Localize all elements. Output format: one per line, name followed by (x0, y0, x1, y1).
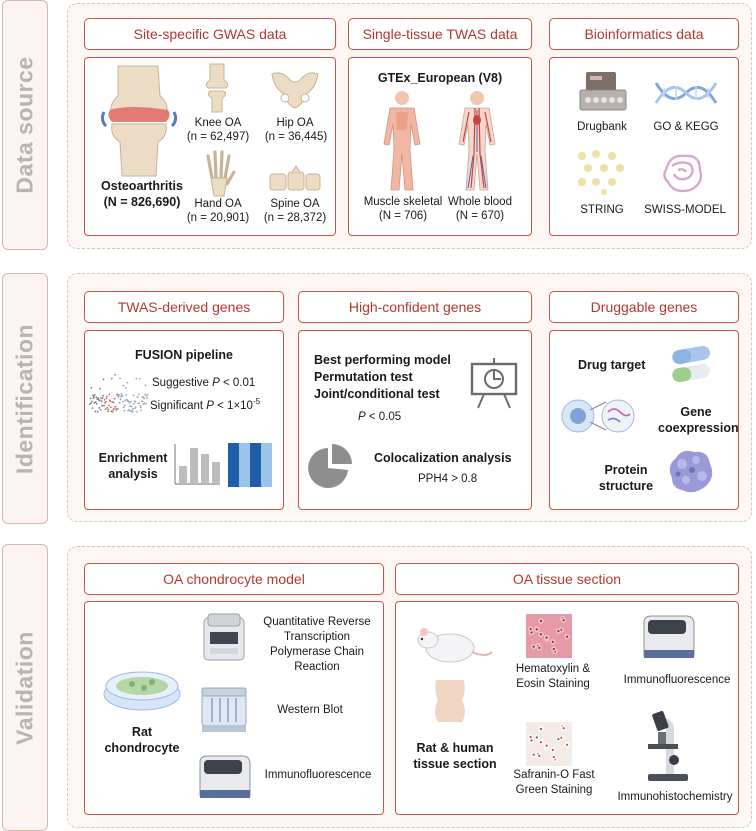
tissue-scanner-icon (643, 615, 695, 658)
western-blot-label: Western Blot (277, 704, 343, 716)
knee-joint-illustration (100, 65, 178, 177)
osteoarthritis-n: (N = 826,690) (103, 195, 181, 209)
knee-bone-icon (205, 63, 229, 113)
cell-icon (561, 399, 635, 433)
tissue-header: OA tissue section (395, 563, 739, 595)
druggable-header: Druggable genes (549, 291, 739, 323)
blood-label: Whole blood (448, 196, 512, 208)
bioinfo-box (549, 57, 739, 236)
muscle-body-icon (383, 91, 421, 191)
chondro-if-label: Immunofluorescence (264, 769, 372, 781)
microscope-icon (648, 710, 688, 781)
section-label-data-source: Data source (2, 0, 48, 250)
he-stain-icon (526, 614, 572, 658)
muscle-n: (N = 706) (378, 210, 428, 222)
rat-chondrocyte-label: Rat chondrocyte (104, 725, 180, 756)
hand-oa-label: Hand OA (194, 198, 242, 210)
permutation-label: Permutation test (314, 370, 413, 384)
dna-icon (654, 82, 718, 104)
safranin-stain-icon (526, 722, 572, 766)
significant-line: Significant P < 1×10-5 (150, 397, 260, 414)
pph4-label: PPH4 > 0.8 (418, 473, 478, 485)
rat-human-label: Rat & human tissue section (413, 741, 497, 772)
section-label-text: Identification (11, 323, 38, 474)
section-label-identification: Identification (2, 273, 48, 524)
hip-oa-n: (n = 36,445) (264, 131, 328, 143)
p-symbol: P (358, 411, 366, 423)
suggestive-p: P (212, 377, 220, 389)
swiss-label: SWISS-MODEL (644, 204, 726, 216)
significant-label: Significant (150, 399, 204, 412)
hand-oa-n: (n = 20,901) (186, 212, 250, 224)
bioinfo-header: Bioinformatics data (549, 18, 739, 50)
twas-genes-header: TWAS-derived genes (84, 291, 284, 323)
protein-model-icon (663, 154, 703, 193)
petri-dish-icon (103, 671, 181, 711)
section-label-text: Validation (11, 630, 38, 745)
human-torso-icon (435, 680, 465, 722)
gwas-header: Site-specific GWAS data (84, 18, 336, 50)
enrichment-label: Enrichment analysis (98, 451, 168, 482)
heatmap-icon (228, 443, 272, 487)
blood-body-icon (458, 91, 496, 191)
string-dots-icon (578, 150, 624, 195)
knee-oa-label: Knee OA (194, 117, 242, 129)
spine-bone-icon (269, 165, 321, 191)
spine-oa-n: (n = 28,372) (263, 212, 327, 224)
rat-icon (417, 628, 493, 663)
drugbank-label: Drugbank (577, 121, 627, 133)
protein-structure-label: Protein structure (598, 463, 654, 494)
joint-label: Joint/conditional test (314, 387, 440, 401)
drug-box-icon (579, 72, 627, 111)
gokegg-label: GO & KEGG (653, 121, 719, 133)
chondro-header: OA chondrocyte model (84, 563, 384, 595)
knee-oa-n: (n = 62,497) (186, 131, 250, 143)
best-model-label: Best performing model (314, 353, 451, 367)
high-conf-header: High-confident genes (298, 291, 532, 323)
hip-oa-label: Hip OA (276, 117, 314, 129)
section-label-text: Data source (11, 56, 38, 194)
pcr-machine-icon (203, 613, 245, 661)
hip-bone-icon (271, 72, 319, 109)
significant-exponent: -5 (252, 397, 261, 406)
gene-coexp-label: Gene coexpression (658, 405, 739, 436)
spine-oa-label: Spine OA (270, 198, 320, 210)
significant-value: < 1×10 (213, 399, 253, 412)
fusion-title: FUSION pipeline (135, 348, 233, 362)
bar-chart-icon (174, 444, 220, 485)
western-blot-icon (201, 687, 247, 732)
suggestive-value: < 0.01 (219, 377, 256, 389)
tissue-if-label: Immunofluorescence (623, 674, 731, 686)
suggestive-line: Suggestive P < 0.01 (152, 376, 255, 391)
gtex-title: GTEx_European (V8) (377, 71, 503, 85)
manhattan-plot-icon (89, 373, 149, 413)
p-threshold: P < 0.05 (358, 410, 401, 425)
qrt-pcr-label: Quantitative Reverse Transcription Polym… (263, 616, 371, 673)
string-label: STRING (580, 204, 624, 216)
muscle-label: Muscle skeletal (363, 196, 443, 208)
drug-target-label: Drug target (578, 358, 646, 372)
pie-chart-icon (308, 444, 352, 488)
he-label: Hematoxylin & Eosin Staining (515, 663, 591, 690)
blood-n: (N = 670) (455, 210, 505, 222)
coloc-label: Colocalization analysis (374, 451, 512, 465)
ihc-label: Immunohistochemistry (617, 791, 733, 803)
fluorescence-scanner-icon (199, 755, 251, 798)
protein-structure-icon (669, 450, 713, 493)
twas-header: Single-tissue TWAS data (348, 18, 532, 50)
hand-bone-icon (206, 150, 236, 197)
osteoarthritis-label: Osteoarthritis (101, 179, 183, 193)
p-value: < 0.05 (365, 411, 402, 423)
twas-box (348, 57, 532, 236)
suggestive-label: Suggestive (152, 377, 209, 389)
capsule-icon (672, 345, 710, 383)
significant-p: P (206, 399, 214, 412)
section-label-validation: Validation (2, 544, 48, 831)
safranin-label: Safranin-O Fast Green Staining (513, 769, 595, 796)
presentation-board-icon (470, 358, 518, 409)
